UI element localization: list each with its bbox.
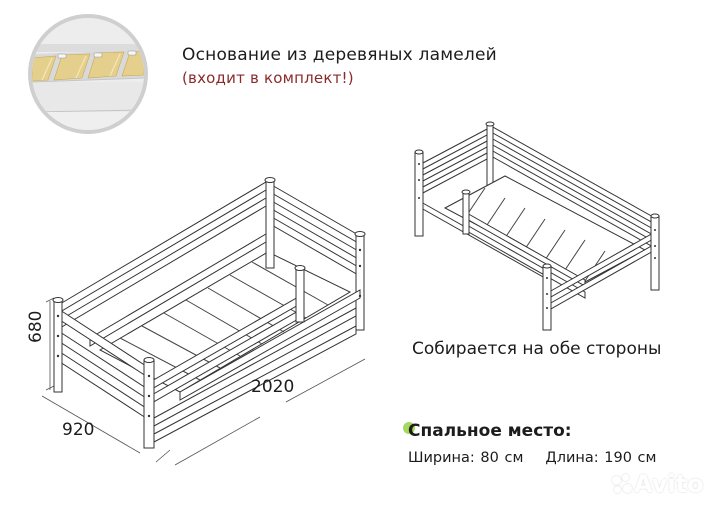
accent-dot-icon bbox=[403, 422, 415, 434]
avito-watermark-text: Avito bbox=[634, 470, 704, 498]
bed-isometric-drawing-icon bbox=[30, 170, 390, 470]
bed-mirrored-drawing-icon bbox=[405, 118, 665, 333]
sleeping-area-title: Спальное место: bbox=[408, 421, 572, 441]
included-note: (входит в комплект!) bbox=[182, 69, 354, 87]
avito-logo-icon bbox=[612, 474, 632, 494]
slat-base-closeup-icon bbox=[32, 18, 144, 130]
sleeping-width: Ширина: 80 см bbox=[408, 450, 524, 466]
sleeping-length: Длина: 190 см bbox=[545, 450, 657, 466]
length-dimension: 2020 bbox=[251, 377, 295, 397]
avito-watermark: Avito bbox=[612, 470, 704, 498]
width-dimension: 920 bbox=[62, 420, 95, 440]
sleeping-area-dimensions: Ширина: 80 см Длина: 190 см bbox=[408, 450, 656, 466]
height-dimension: 680 bbox=[26, 310, 46, 343]
reversible-assembly-caption: Собирается на обе стороны bbox=[412, 339, 662, 359]
slat-base-closeup bbox=[28, 14, 148, 134]
slat-base-title: Основание из деревяных ламелей bbox=[182, 45, 497, 65]
